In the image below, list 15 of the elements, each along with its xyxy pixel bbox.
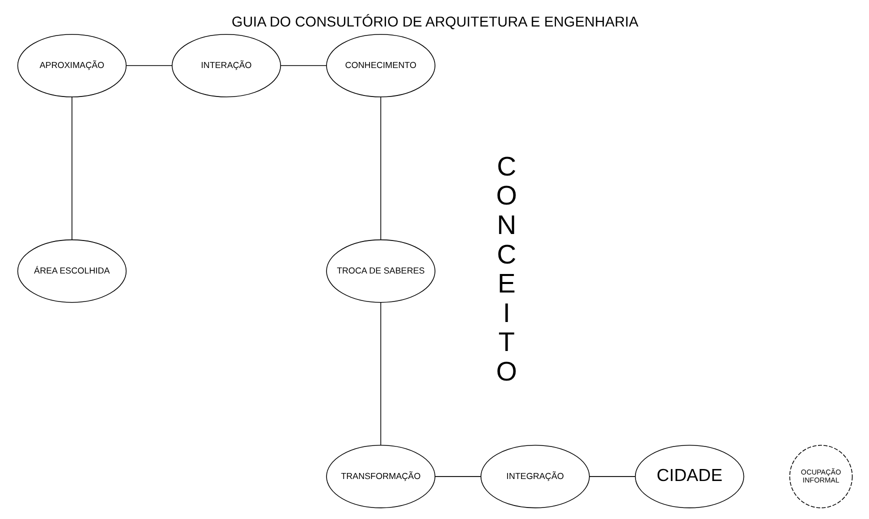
node-ellipse: CIDADE (634, 444, 744, 508)
diagram-title: GUIA DO CONSULTÓRIO DE ARQUITETURA E ENGENHARIA (231, 14, 638, 30)
node-ellipse: APROXIMAÇÃO (16, 33, 126, 97)
node-ellipse: TROCA DE SABERES (326, 238, 435, 302)
connector (380, 302, 381, 445)
connector (125, 64, 172, 66)
node-ellipse: CONHECIMENTO (326, 33, 435, 97)
connector (280, 64, 326, 66)
node-ellipse: ÁREA ESCOLHIDA (16, 238, 126, 302)
node-ellipse: INTERAÇÃO (171, 33, 280, 97)
node-ellipse: INTEGRAÇÃO (480, 444, 590, 508)
connector (380, 96, 381, 240)
node-ellipse: TRANSFORMAÇÃO (326, 444, 435, 508)
label: CONCEITO (496, 150, 517, 386)
connector (71, 96, 72, 240)
